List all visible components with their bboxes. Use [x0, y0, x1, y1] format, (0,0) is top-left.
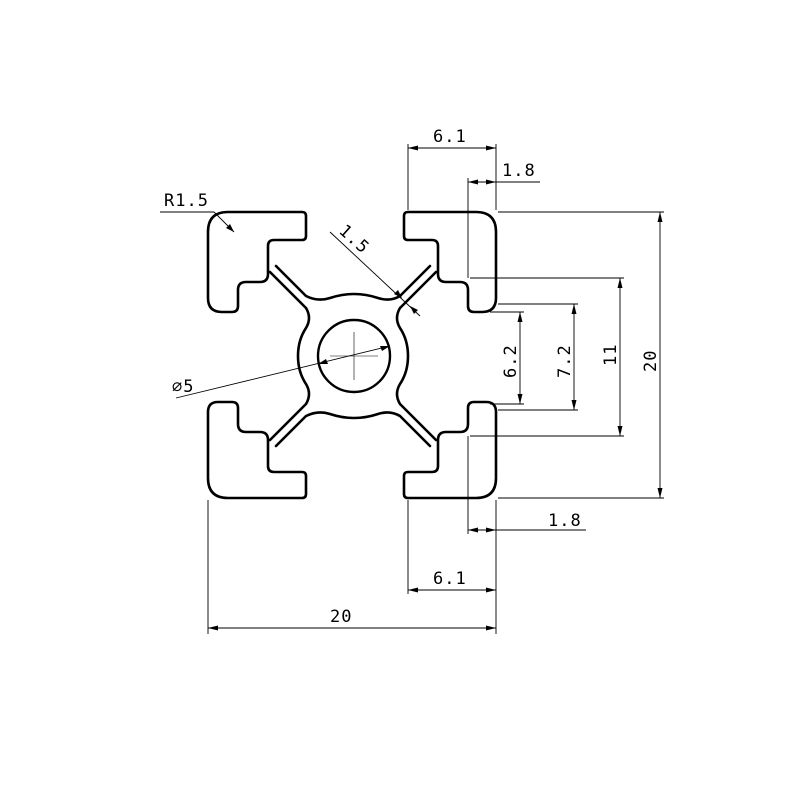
label-slot-depth-span: 11	[601, 344, 621, 366]
label-corner-radius: R1.5	[164, 191, 209, 211]
arrow	[468, 527, 478, 533]
arrow	[380, 346, 390, 351]
arrow	[517, 312, 523, 322]
label-wall-thickness: 1.5	[335, 221, 373, 258]
arrow	[408, 145, 418, 151]
arrow	[410, 306, 418, 314]
label-top-lip-thickness: 1.8	[502, 161, 536, 181]
arrow	[517, 394, 523, 404]
arrow	[486, 587, 496, 593]
arrow	[226, 224, 234, 232]
arrow	[408, 587, 418, 593]
label-bottom-lip-thickness: 1.8	[548, 511, 582, 531]
arrow	[657, 212, 663, 222]
profile-core	[268, 264, 438, 448]
arrow	[617, 278, 623, 288]
leader-wall-thickness	[329, 231, 421, 317]
arrow	[318, 359, 328, 364]
arrow	[208, 625, 218, 631]
arrow	[657, 488, 663, 498]
arrow	[571, 400, 577, 410]
arrow	[394, 290, 402, 298]
center-bore	[316, 318, 392, 394]
arrow	[486, 145, 496, 151]
arrow	[617, 426, 623, 436]
arrow	[571, 304, 577, 314]
label-slot-lip-span: 7.2	[555, 344, 575, 378]
arrow	[468, 179, 478, 185]
leader-bore-diameter	[175, 345, 391, 399]
arrow	[486, 527, 496, 533]
arrow	[486, 625, 496, 631]
profile-outline	[206, 210, 498, 500]
label-top-slot-width: 6.1	[433, 127, 467, 147]
label-slot-opening: 6.2	[501, 344, 521, 378]
label-bore-diameter: ⌀5	[172, 377, 194, 397]
label-overall-width: 20	[330, 607, 352, 627]
label-overall-height: 20	[641, 350, 661, 372]
label-bottom-slot-width: 6.1	[433, 569, 467, 589]
arrow	[486, 179, 496, 185]
